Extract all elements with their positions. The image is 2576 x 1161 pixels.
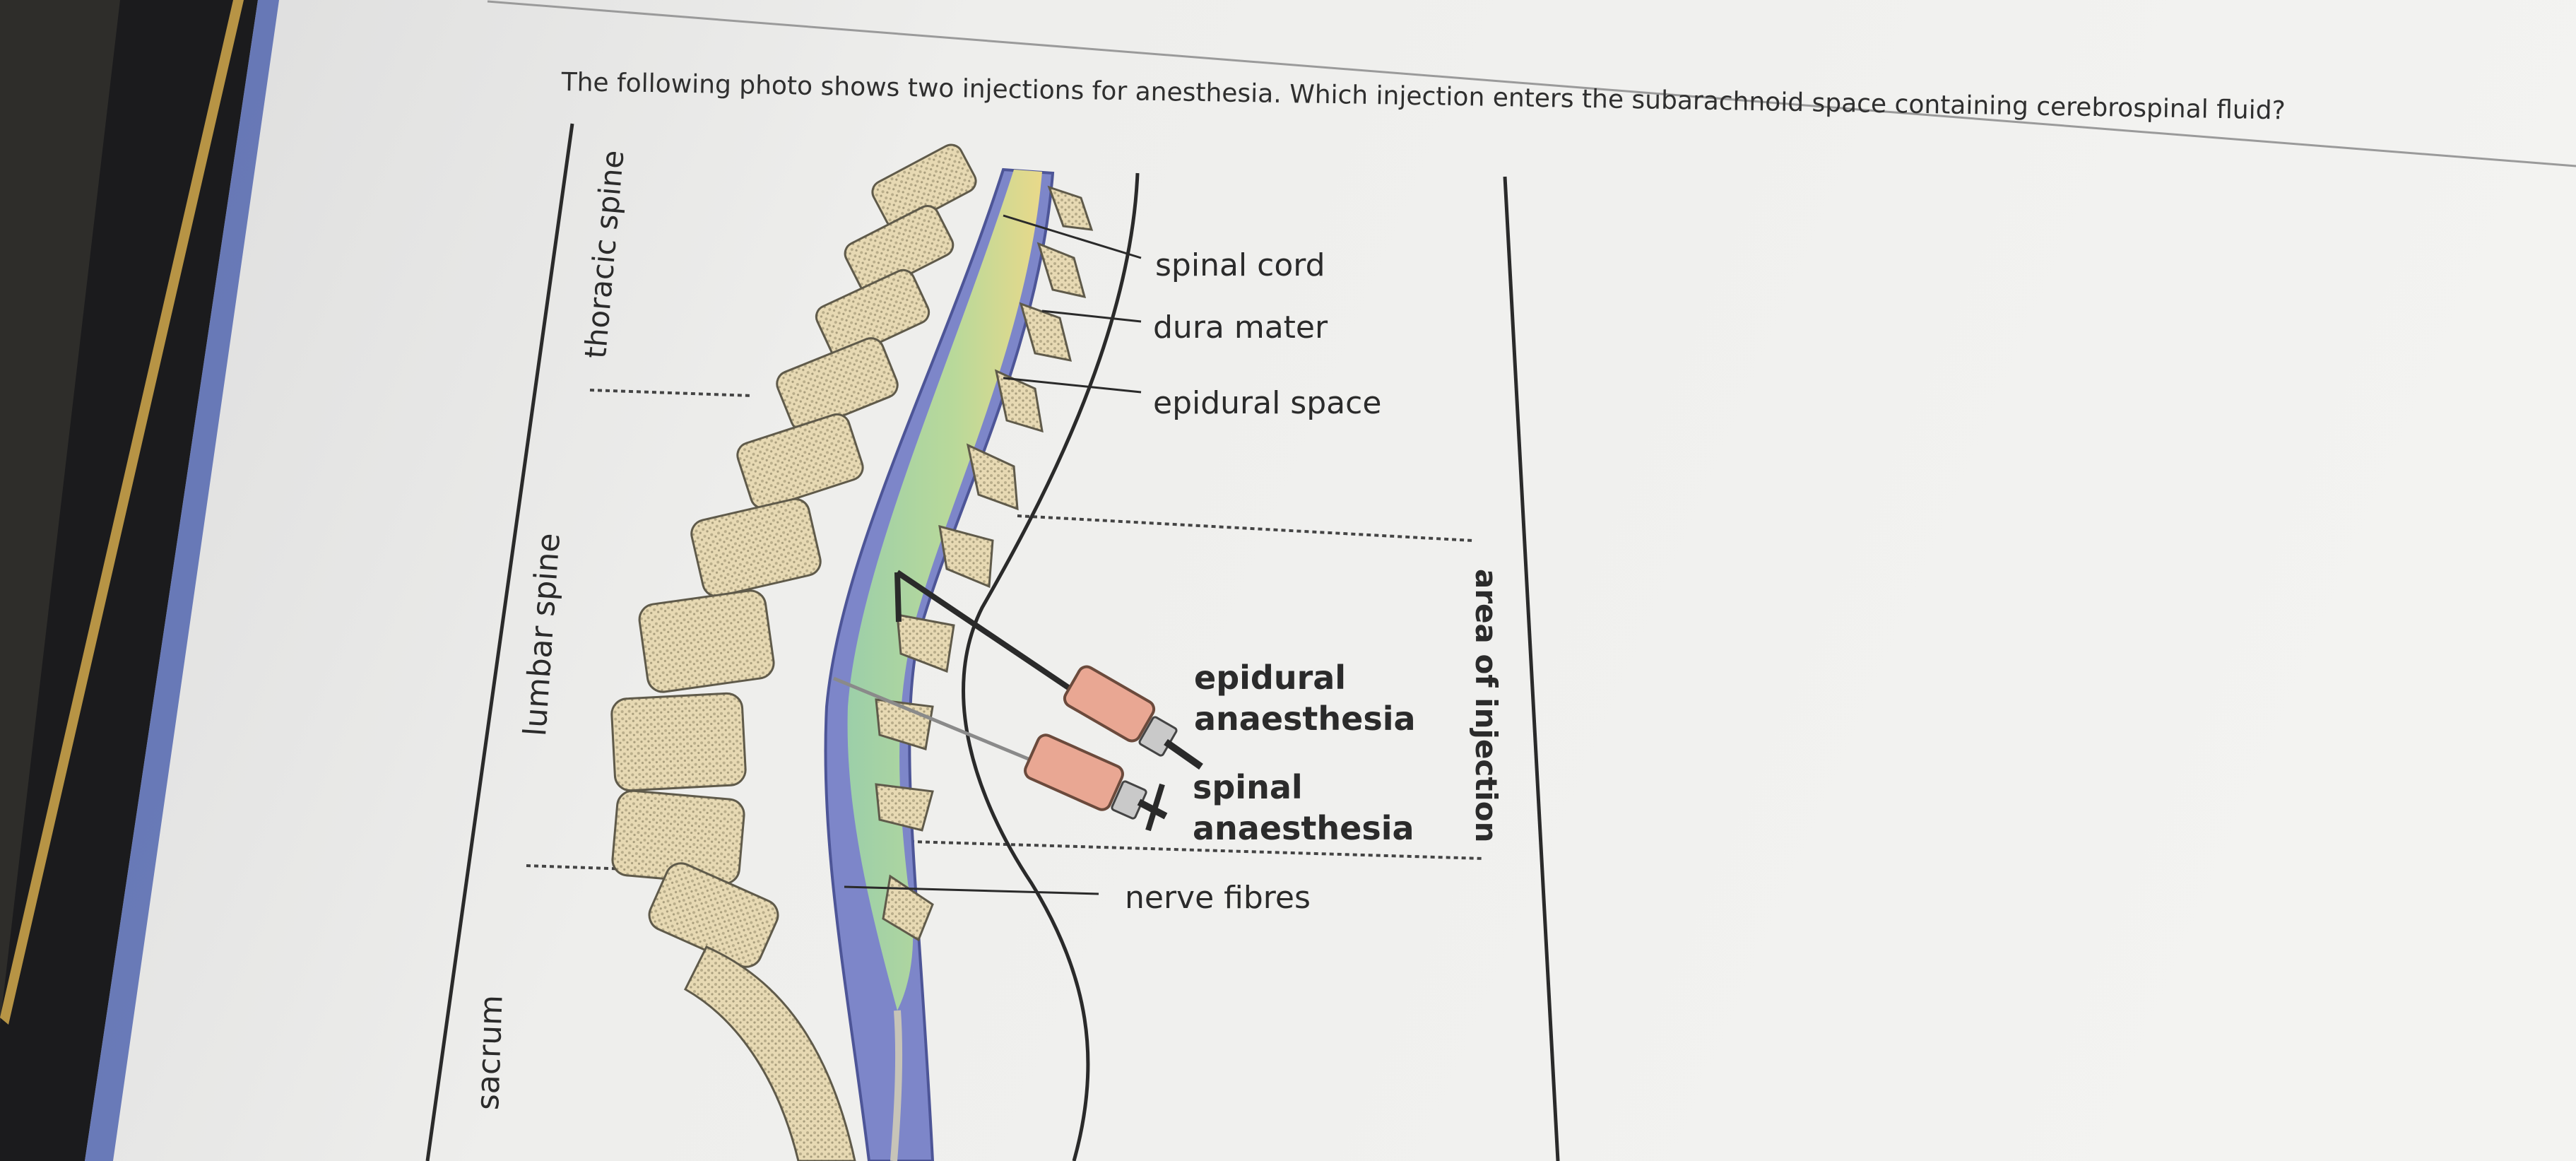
spinous-processes [875,185,1094,942]
epidural-syringe [894,570,1203,770]
vertebral-bodies [610,143,977,1161]
injection-area-top [1017,514,1474,542]
cauda-equina [890,1010,903,1161]
label-epidural-anaesthesia-line1: epidural [1194,659,1347,697]
label-nerve-fibres: nerve fibres [1125,880,1311,916]
spinal-syringe [833,676,1168,832]
label-spinal-cord: spinal cord [1155,247,1325,283]
lumbar-sacrum-divider [526,864,630,871]
label-dura-mater: dura mater [1153,310,1328,346]
label-area-of-injection: area of injection [1469,569,1503,843]
label-spinal-anaesthesia: spinal anaesthesia [1193,767,1414,849]
screen-surface [85,0,2576,1161]
label-epidural-anaesthesia: epidural anaesthesia [1194,657,1416,739]
diagram-right-border [1503,176,1560,1161]
label-sacrum: sacrum [470,994,510,1111]
label-spinal-anaesthesia-line2: anaesthesia [1193,809,1414,847]
bezel-highlight [0,0,244,1025]
content-divider [487,0,2576,167]
label-epidural-space: epidural space [1153,385,1382,421]
injection-area-bottom [886,839,1484,860]
label-epidural-anaesthesia-line2: anaesthesia [1194,700,1416,738]
leader-lines [844,214,1142,895]
screen-edge-blue [85,0,279,1161]
label-spinal-anaesthesia-line1: spinal [1193,768,1303,806]
thoracic-lumbar-divider [589,389,753,397]
diagram-left-border [425,123,574,1161]
